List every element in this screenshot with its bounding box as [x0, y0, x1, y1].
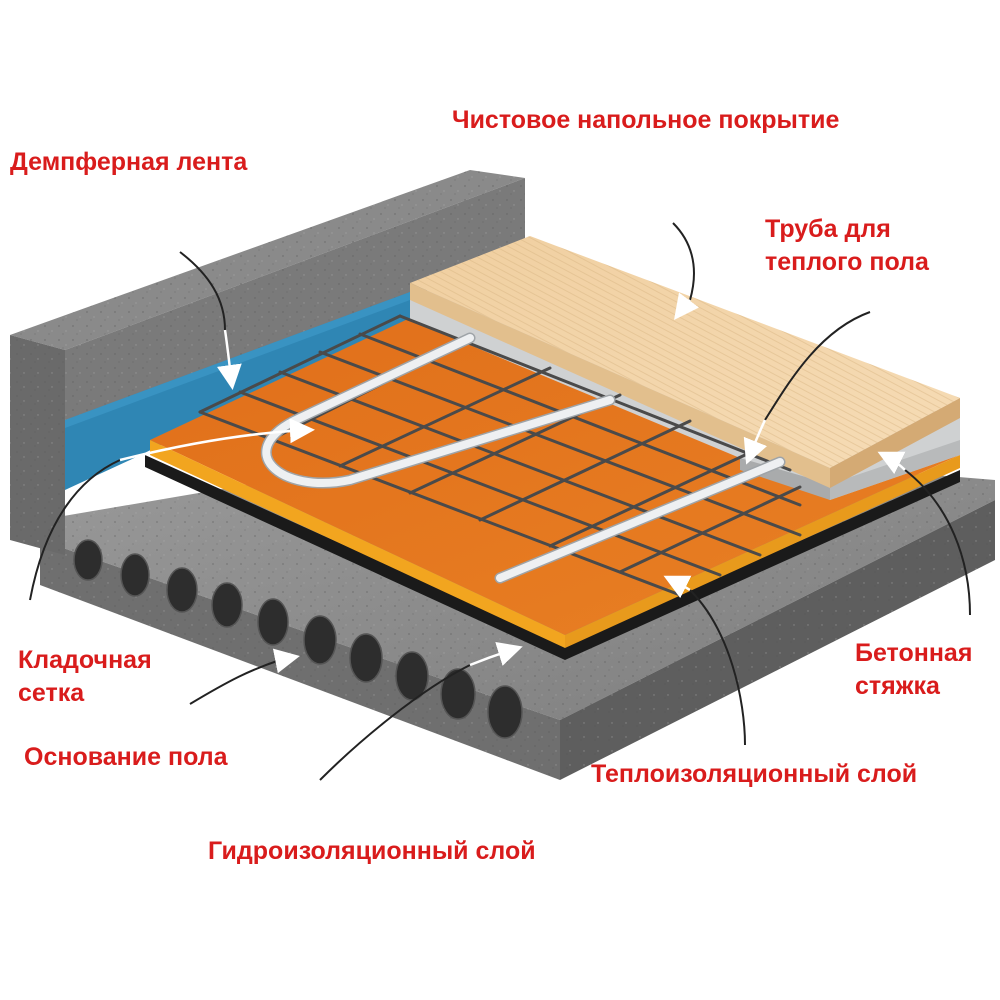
- mesh-text-line1: Кладочная: [18, 646, 152, 674]
- label-concrete-screed: Бетонная стяжка: [855, 637, 972, 703]
- label-thermal-insulation: Теплоизоляционный слой: [591, 758, 917, 791]
- label-finish-coating: Чистовое напольное покрытие: [452, 104, 839, 137]
- leader-lines: [29, 222, 971, 781]
- wood-finish-coating: [410, 236, 960, 488]
- label-waterproofing: Гидроизоляционный слой: [208, 835, 536, 868]
- pipe-text-line2: теплого пола: [765, 248, 929, 276]
- label-damper-tape: Демпферная лента: [10, 146, 247, 179]
- screed-text-line1: Бетонная: [855, 639, 973, 667]
- screed-text-line2: стяжка: [855, 672, 940, 700]
- label-heating-pipe: Труба для теплого пола: [765, 213, 929, 279]
- label-floor-base: Основание пола: [24, 741, 228, 774]
- concrete-wall: [10, 170, 525, 555]
- floor-base-text: Основание пола: [24, 743, 228, 771]
- white-arrows: [119, 292, 906, 674]
- hollow-core-holes: [73, 539, 523, 739]
- mesh-text-line2: сетка: [18, 679, 85, 707]
- label-masonry-mesh: Кладочная сетка: [18, 644, 152, 710]
- finish-coating-text: Чистовое напольное покрытие: [452, 106, 840, 134]
- thermal-insulation-text: Теплоизоляционный слой: [591, 760, 918, 788]
- heating-pipe: [260, 332, 786, 584]
- waterproofing-text: Гидроизоляционный слой: [208, 837, 536, 865]
- damper-tape-text: Демпферная лента: [10, 148, 248, 176]
- pipe-text-line1: Труба для: [765, 215, 891, 243]
